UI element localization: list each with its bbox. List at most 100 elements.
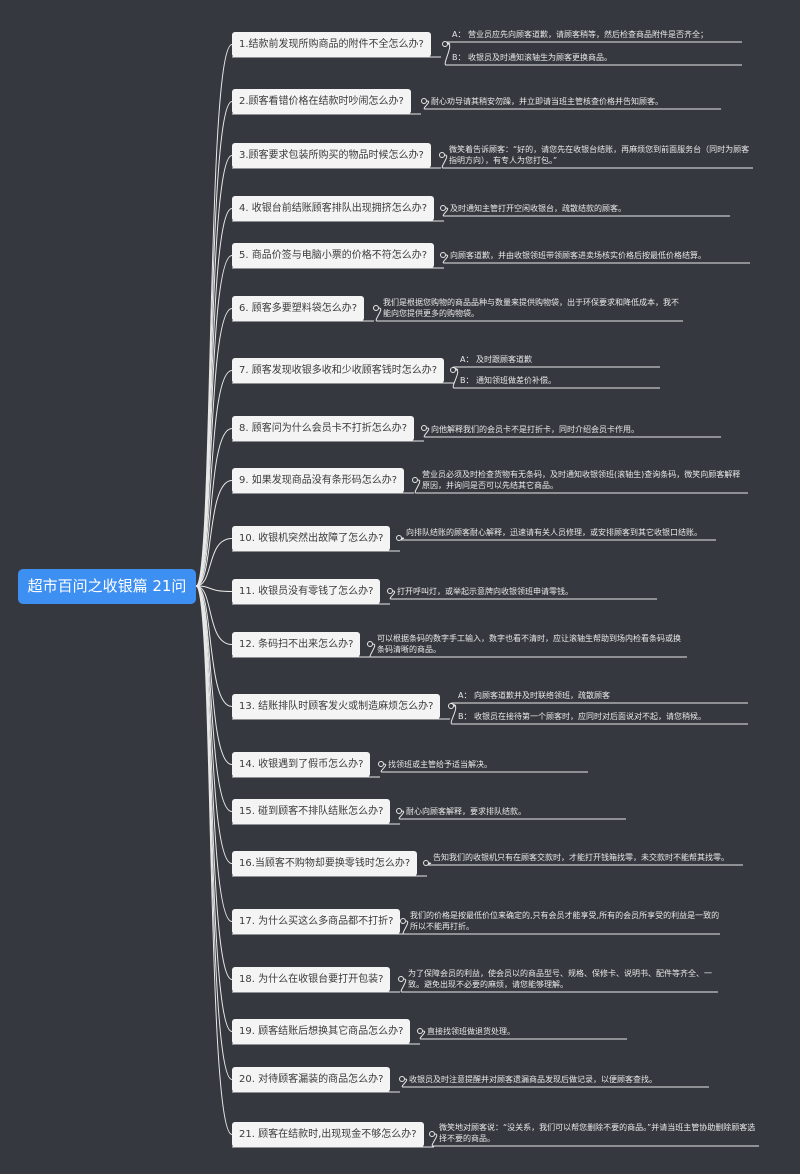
answer-link-9 xyxy=(452,369,660,389)
answer-link-8 xyxy=(452,366,660,371)
answer-link-14 xyxy=(369,643,687,658)
answer-link-16 xyxy=(450,705,748,725)
expand-toggle-2[interactable] xyxy=(421,98,427,104)
answer-link-17 xyxy=(380,763,588,773)
expand-toggle-17[interactable] xyxy=(400,918,406,924)
root-link-10 xyxy=(195,538,233,587)
answer-15: 耐心向顾客解释，要求排队结款。 xyxy=(406,807,526,816)
answer-1b: B： 收银员及时通知滚轴生为顾客更换商品。 xyxy=(452,53,613,62)
expand-toggle-11[interactable] xyxy=(387,588,393,594)
question-17[interactable]: 17. 为什么买这么多商品都不打折? xyxy=(232,909,401,934)
expand-toggle-13[interactable] xyxy=(448,703,454,709)
root-link-21 xyxy=(195,585,233,1135)
question-5[interactable]: 5. 商品价签与电脑小票的价格不符怎么办? xyxy=(232,243,435,268)
answer-10: 向排队结账的顾客耐心解释，迅速请有关人员修理，或安排顾客到其它收银口结账。 xyxy=(406,528,702,537)
expand-toggle-10[interactable] xyxy=(396,535,402,541)
question-6[interactable]: 6. 顾客多要塑料袋怎么办? xyxy=(232,296,365,321)
answer-link-23 xyxy=(401,1078,709,1088)
root-link-6 xyxy=(195,308,233,587)
answer-link-3 xyxy=(423,100,721,110)
answer-8: 向他解释我们的会员卡不是打折卡，同时介绍会员卡作用。 xyxy=(431,425,639,434)
question-11[interactable]: 11. 收银员没有零钱了怎么办? xyxy=(232,579,381,604)
answer-link-2 xyxy=(444,43,742,66)
answer-link-15 xyxy=(450,702,748,707)
root-link-15 xyxy=(195,585,233,812)
answer-link-21 xyxy=(400,978,718,993)
answer-12: 可以根据条码的数字手工输入，数字也看不清时，应让滚轴生帮助到场内检看条码或换条码… xyxy=(377,634,681,654)
question-10[interactable]: 10. 收银机突然出故障了怎么办? xyxy=(232,526,391,551)
answer-link-12 xyxy=(398,537,716,541)
root-link-17 xyxy=(195,585,233,922)
expand-toggle-14[interactable] xyxy=(378,761,384,767)
answer-13b: B： 收银员在接待第一个顾客时，应同时对后面说对不起，请您稍候。 xyxy=(458,712,707,721)
answer-link-7 xyxy=(375,307,683,322)
root-link-8 xyxy=(195,428,233,587)
root-topic[interactable]: 超市百问之收银篇 21问 xyxy=(18,569,196,604)
question-15[interactable]: 15. 碰到顾客不排队结账怎么办? xyxy=(232,799,391,824)
answer-17: 我们的价格是按最低价位来确定的,只有会员才能享受,所有的会员所享受的利益是一致的… xyxy=(410,911,720,931)
answer-7a: A： 及时跟顾客道歉 xyxy=(460,355,533,364)
root-link-13 xyxy=(195,585,233,707)
answer-link-6 xyxy=(442,254,750,264)
question-14[interactable]: 14. 收银遇到了假币怎么办? xyxy=(232,752,371,777)
answer-13a: A： 向顾客道歉并及时联络领班，疏散顾客 xyxy=(458,691,611,700)
question-18[interactable]: 18. 为什么在收银台要打开包装? xyxy=(232,967,391,992)
question-1[interactable]: 1.结款前发现所购商品的附件不全怎么办? xyxy=(232,32,431,57)
expand-toggle-9[interactable] xyxy=(412,477,418,483)
question-13[interactable]: 13. 结账排队时顾客发火或制造麻烦怎么办? xyxy=(232,694,441,719)
question-9[interactable]: 9. 如果发现商品没有条形码怎么办? xyxy=(232,468,405,493)
answer-14: 找领班或主管给予适当解决。 xyxy=(388,760,492,769)
expand-toggle-16[interactable] xyxy=(423,860,429,866)
answer-6: 我们是根据您购物的商品品种与数量来提供购物袋，出于环保要求和降低成本，我不能向您… xyxy=(383,298,679,318)
expand-toggle-8[interactable] xyxy=(421,425,427,431)
question-19[interactable]: 19. 顾客结账后想换其它商品怎么办? xyxy=(232,1019,411,1044)
answer-link-13 xyxy=(389,590,657,600)
answer-11: 打开呼叫灯，或举起示意牌向收银领班申请零钱。 xyxy=(397,587,573,596)
answer-link-20 xyxy=(402,920,720,935)
answer-4: 及时通知主管打开空闲收银台，疏散结款的顾客。 xyxy=(450,204,626,213)
answer-21: 微笑地对顾客说：“没关系，我们可以帮您删除不要的商品。”并请当班主管协助删除顾客… xyxy=(439,1123,756,1143)
answer-link-1 xyxy=(444,41,742,45)
answer-link-22 xyxy=(419,1030,627,1040)
question-21[interactable]: 21. 顾客在结款时,出现现金不够怎么办? xyxy=(232,1122,424,1147)
answer-link-19 xyxy=(425,862,743,866)
expand-toggle-3[interactable] xyxy=(439,152,445,158)
answer-3: 微笑着告诉顾客：“好的，请您先在收银台结账，再麻烦您到前面服务台（同时为顾客指明… xyxy=(449,145,750,165)
expand-toggle-19[interactable] xyxy=(417,1028,423,1034)
expand-toggle-18[interactable] xyxy=(398,976,404,982)
answer-9: 营业员必须及时检查货物有无条码，及时通知收银领班(滚轴生)查询条码，微笑向顾客解… xyxy=(422,470,741,490)
answer-link-11 xyxy=(414,479,748,494)
answer-7b: B： 通知领班做差价补偿。 xyxy=(460,376,557,385)
question-8[interactable]: 8. 顾客问为什么会员卡不打折怎么办? xyxy=(232,416,415,441)
answer-link-5 xyxy=(442,207,730,217)
answer-2: 耐心劝导请其稍安勿躁，并立即请当班主管核查价格并告知顾客。 xyxy=(431,97,663,106)
answer-19: 直接找领班做退货处理。 xyxy=(427,1027,515,1036)
question-12[interactable]: 12. 条码扫不出来怎么办? xyxy=(232,632,361,657)
expand-toggle-7[interactable] xyxy=(450,367,456,373)
answer-link-24 xyxy=(431,1133,759,1147)
expand-toggle-6[interactable] xyxy=(373,305,379,311)
answer-link-4 xyxy=(441,154,753,169)
root-link-11 xyxy=(195,585,233,592)
expand-toggle-12[interactable] xyxy=(367,641,373,647)
question-3[interactable]: 3.顾客要求包装所购买的物品时候怎么办? xyxy=(232,143,431,168)
question-7[interactable]: 7. 顾客发现收银多收和少收顾客钱时怎么办? xyxy=(232,358,445,383)
answer-1a: A： 营业员应先向顾客道歉，请顾客稍等，然后检查商品附件是否齐全； xyxy=(452,30,709,39)
expand-toggle-4[interactable] xyxy=(440,205,446,211)
answer-5: 向顾客道歉，并由收银领班带领顾客进卖场核实价格后按最低价格结算。 xyxy=(450,251,706,260)
root-link-5 xyxy=(195,255,233,587)
question-20[interactable]: 20. 对待顾客漏装的商品怎么办? xyxy=(232,1067,391,1092)
expand-toggle-20[interactable] xyxy=(399,1076,405,1082)
expand-toggle-1[interactable] xyxy=(442,41,448,47)
expand-toggle-21[interactable] xyxy=(429,1131,435,1137)
question-4[interactable]: 4. 收银台前结账顾客排队出现拥挤怎么办? xyxy=(232,196,435,221)
root-link-9 xyxy=(195,480,233,587)
answer-link-10 xyxy=(423,427,721,438)
answer-20: 收银员及时注意提醒并对顾客遗漏商品发现后做记录，以便顾客查找。 xyxy=(409,1075,657,1084)
question-16[interactable]: 16.当顾客不购物却要换零钱时怎么办? xyxy=(232,851,418,876)
root-link-20 xyxy=(195,585,233,1080)
question-2[interactable]: 2.顾客看错价格在结款时吵闹怎么办? xyxy=(232,89,411,114)
expand-toggle-5[interactable] xyxy=(440,252,446,258)
expand-toggle-15[interactable] xyxy=(396,808,402,814)
